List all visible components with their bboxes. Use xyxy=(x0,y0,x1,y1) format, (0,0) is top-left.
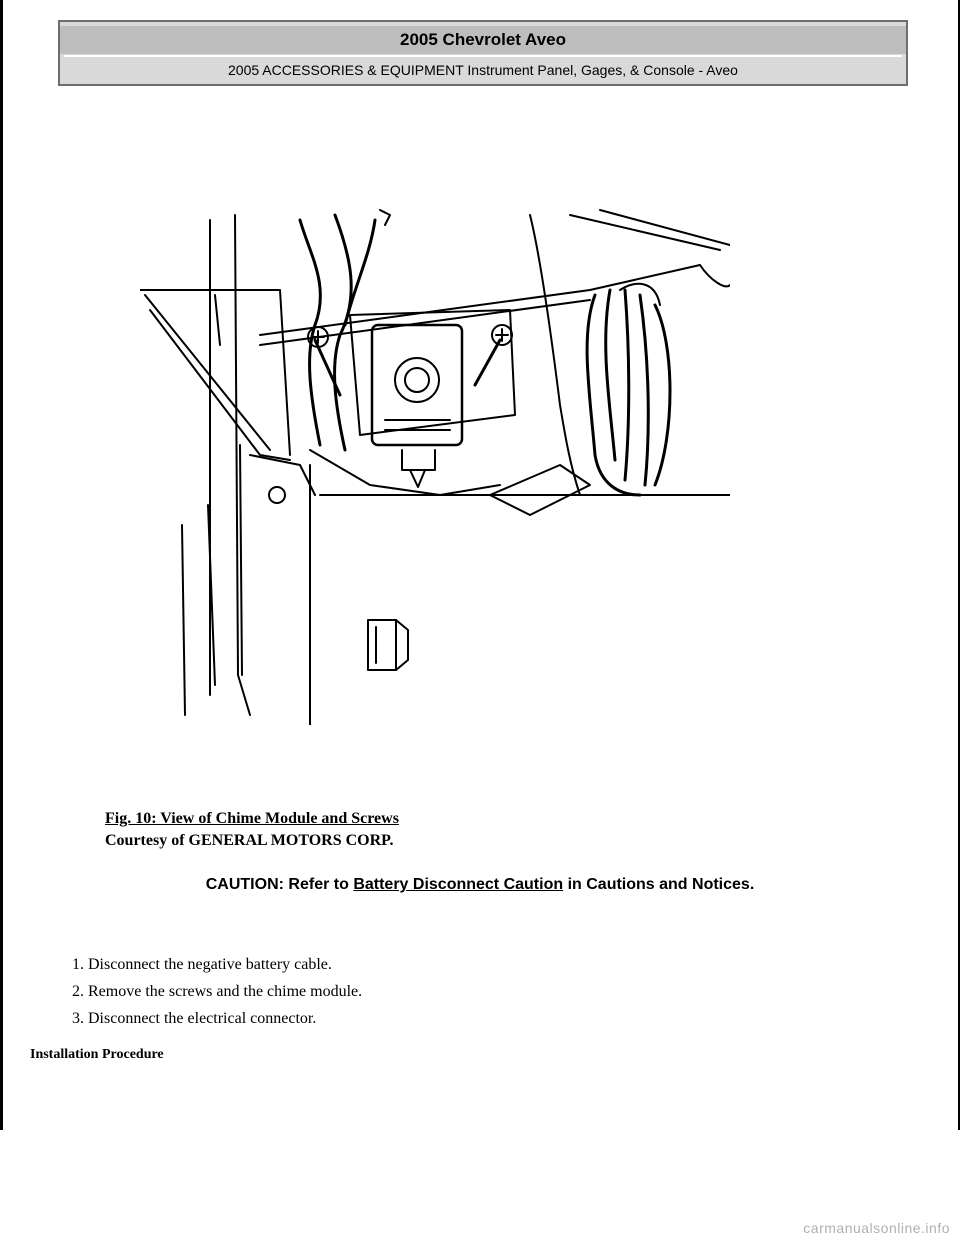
figure-courtesy: Courtesy of GENERAL MOTORS CORP. xyxy=(105,832,394,849)
section-heading: Installation Procedure xyxy=(30,1047,164,1062)
chime-module-illustration xyxy=(140,209,730,725)
caution-label: CAUTION: xyxy=(205,876,284,893)
header-divider xyxy=(64,55,902,57)
document-header: 2005 Chevrolet Aveo 2005 ACCESSORIES & E… xyxy=(58,20,908,86)
list-item: 2. Remove the screws and the chime modul… xyxy=(72,983,363,1000)
list-item: 1. Disconnect the negative battery cable… xyxy=(72,956,332,973)
page-left-border xyxy=(0,0,3,1130)
header-subtitle: 2005 ACCESSORIES & EQUIPMENT Instrument … xyxy=(228,62,738,78)
page-footer: carmanualsonline.info xyxy=(0,1130,960,1242)
page-right-border xyxy=(958,0,960,1130)
header-title: 2005 Chevrolet Aveo xyxy=(60,26,906,54)
battery-disconnect-caution-link[interactable]: Battery Disconnect Caution xyxy=(353,876,564,893)
list-item: 3. Disconnect the electrical connector. xyxy=(72,1010,317,1027)
caution-pre-text: Refer to xyxy=(288,876,349,893)
watermark: carmanualsonline.info xyxy=(803,1220,950,1236)
caution-notice: CAUTION: Refer to Battery Disconnect Cau… xyxy=(0,876,960,894)
caution-post-text: in Cautions and Notices. xyxy=(567,876,755,893)
removal-steps-list: 1. Disconnect the negative battery cable… xyxy=(72,951,362,1032)
figure-caption: Fig. 10: View of Chime Module and Screws… xyxy=(105,808,399,852)
figure-title-link[interactable]: Fig. 10: View of Chime Module and Screws xyxy=(105,810,399,827)
